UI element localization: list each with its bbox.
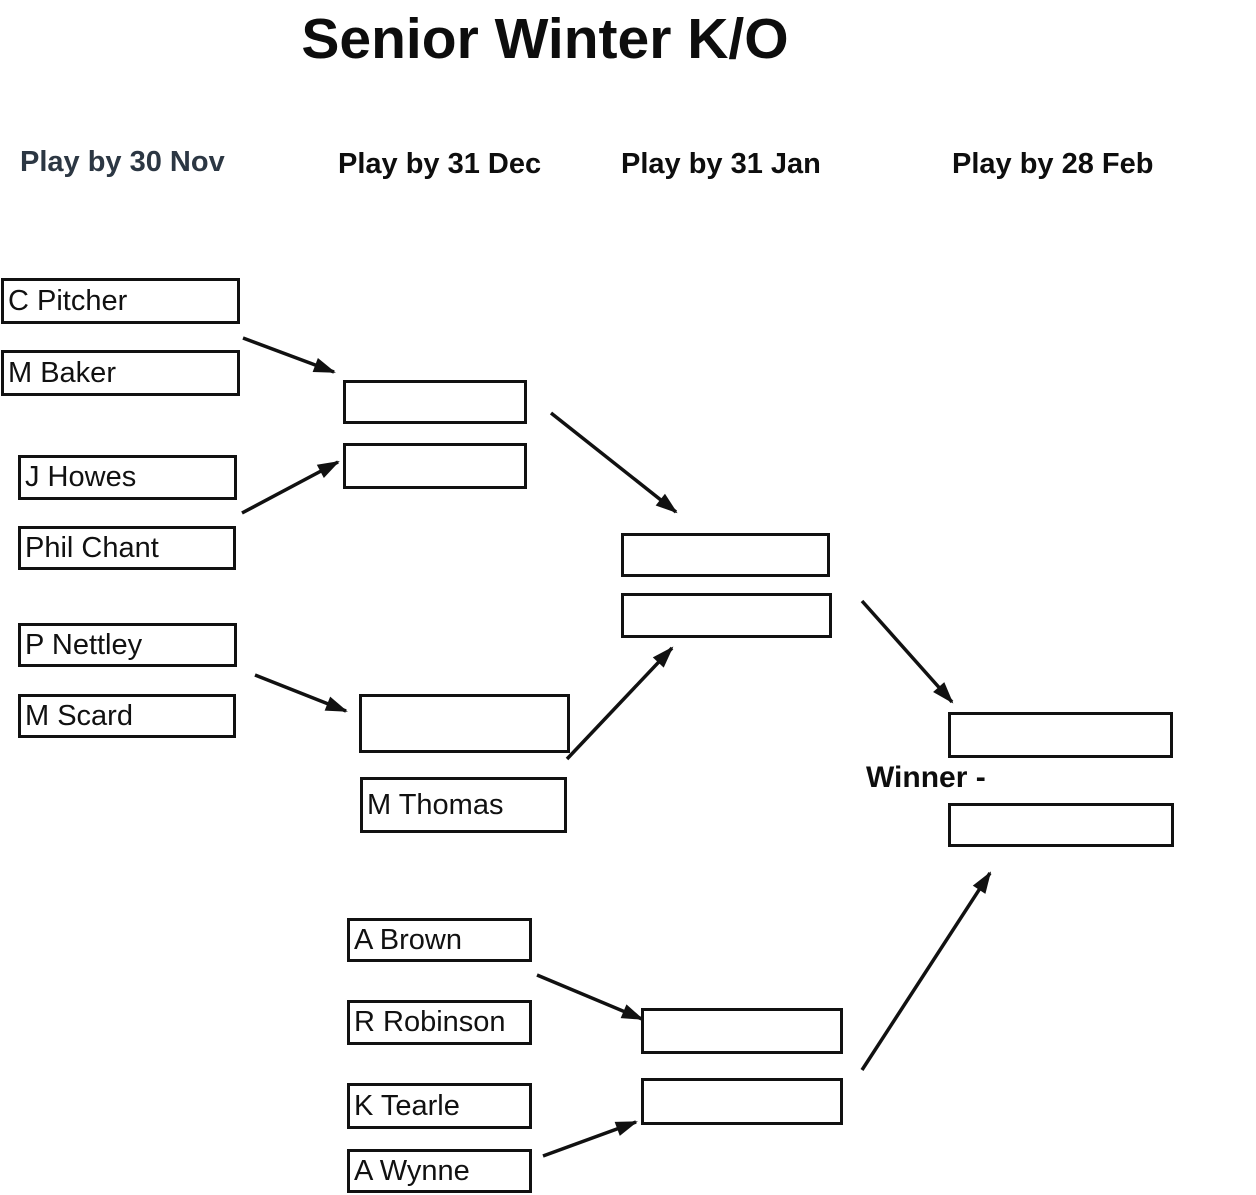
- player-r-robinson: R Robinson: [347, 1000, 532, 1045]
- round2-slot-3: [359, 694, 570, 753]
- final-slot-2: [948, 803, 1174, 847]
- player-a-wynne-label: A Wynne: [354, 1154, 470, 1187]
- player-j-howes-label: J Howes: [25, 461, 137, 493]
- arrow-howes-chant-to-round2: [241, 460, 340, 515]
- arrow-round2-to-semi-bottom: [565, 646, 674, 761]
- player-p-nettley: P Nettley: [18, 623, 237, 667]
- column-header-3: Play by 31 Jan: [621, 148, 821, 180]
- winner-label: Winner -: [866, 761, 986, 794]
- player-a-brown-label: A Brown: [354, 923, 462, 956]
- arrow-semi-to-final-top: [860, 599, 954, 704]
- arrow-round2-to-semi-top: [549, 411, 678, 514]
- semi-slot-4: [641, 1078, 843, 1125]
- player-m-thomas: M Thomas: [360, 777, 567, 833]
- semi-slot-1: [621, 533, 830, 577]
- player-c-pitcher: C Pitcher: [1, 278, 240, 324]
- player-p-nettley-label: P Nettley: [25, 628, 143, 661]
- column-header-1: Play by 30 Nov: [20, 146, 225, 178]
- round2-slot-2: [343, 443, 527, 489]
- player-j-howes: J Howes: [18, 455, 237, 500]
- player-a-wynne: A Wynne: [347, 1149, 532, 1193]
- page-title: Senior Winter K/O: [301, 7, 789, 71]
- arrow-pitcher-baker-to-round2: [242, 336, 336, 374]
- final-slot-1: [948, 712, 1173, 758]
- player-m-baker-label: M Baker: [8, 356, 116, 389]
- player-r-robinson-label: R Robinson: [354, 1006, 506, 1038]
- player-k-tearle: K Tearle: [347, 1083, 532, 1129]
- player-k-tearle-label: K Tearle: [354, 1089, 460, 1122]
- player-a-brown: A Brown: [347, 918, 532, 962]
- semi-slot-2: [621, 593, 832, 638]
- column-header-2: Play by 31 Dec: [338, 148, 542, 180]
- player-m-thomas-label: M Thomas: [367, 788, 504, 821]
- player-c-pitcher-label: C Pitcher: [8, 284, 128, 317]
- player-phil-chant: Phil Chant: [18, 526, 236, 570]
- player-m-baker: M Baker: [1, 350, 240, 396]
- player-m-scard: M Scard: [18, 694, 236, 738]
- column-header-4: Play by 28 Feb: [952, 148, 1154, 180]
- round2-slot-1: [343, 380, 527, 424]
- arrow-brown-robinson-to-semi: [536, 973, 644, 1021]
- arrow-nettley-scard-to-round2: [254, 673, 348, 713]
- player-phil-chant-label: Phil Chant: [25, 531, 159, 564]
- semi-slot-3: [641, 1008, 843, 1054]
- player-m-scard-label: M Scard: [25, 699, 133, 732]
- arrow-semi-to-final-bottom: [860, 871, 992, 1071]
- arrow-tearle-wynne-to-semi: [542, 1120, 638, 1158]
